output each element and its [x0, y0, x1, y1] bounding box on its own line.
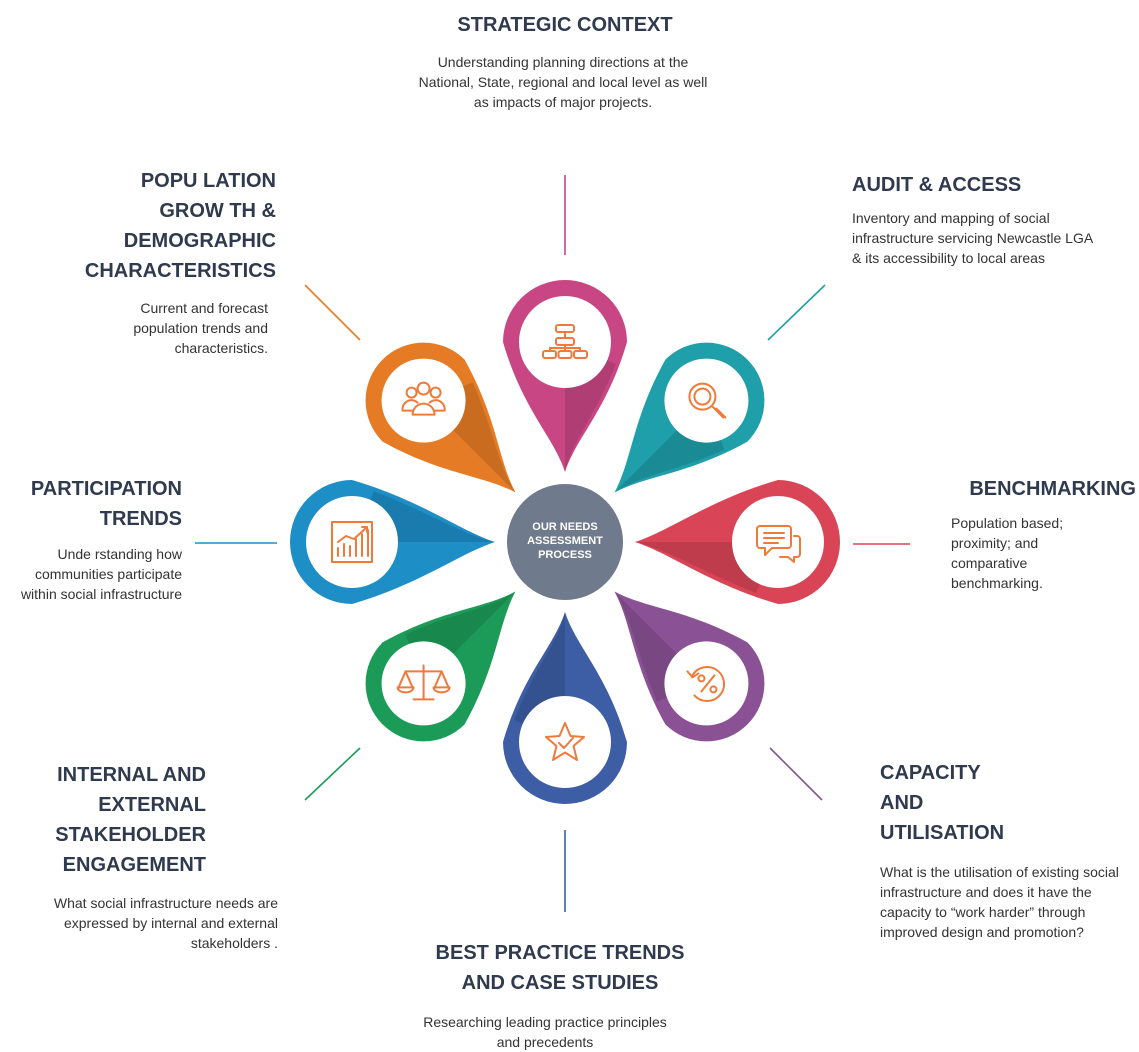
strategic-context-title: STRATEGIC CONTEXT: [457, 14, 673, 36]
stakeholder-engagement-title: INTERNAL AND EXTERNAL STAKEHOLDER ENGAGE…: [55, 764, 206, 876]
center-label-3: PROCESS: [538, 549, 592, 561]
benchmarking-description: Population based; proximity; and compara…: [951, 515, 1064, 591]
capacity-utilisation-description: What is the utilisation of existing soci…: [880, 864, 1119, 940]
strategic-context-description: Understanding planning directions at the…: [418, 54, 708, 110]
petal-capacity: [614, 591, 765, 742]
best-practice-description: Researching leading practice principles …: [423, 1014, 667, 1050]
audit-access-description: Inventory and mapping of social infrastr…: [852, 210, 1093, 266]
capacity-utilisation-title: CAPACITY AND UTILISATION: [880, 762, 1005, 844]
petal-best-practice: [503, 612, 627, 804]
audit-access-title: AUDIT & ACCESS: [852, 174, 1022, 196]
stakeholder-engagement-description: What social infrastructure needs are exp…: [53, 895, 278, 951]
connector-line-population: [304, 284, 361, 341]
connector-line-capacity: [769, 747, 823, 801]
org-chart-icon: [542, 324, 588, 359]
population-growth-description: Current and forecast population trends a…: [133, 300, 268, 356]
participation-trends-description: Unde rstanding how communities participa…: [20, 546, 182, 602]
pin-inner-circle: [664, 641, 749, 726]
pin-inner-circle: [381, 358, 466, 443]
speech-bubbles-icon: [756, 525, 801, 563]
people-icon: [401, 381, 446, 416]
star-badge-icon: [545, 722, 585, 761]
petal-participation: [290, 480, 495, 604]
petal-strategic: [503, 280, 627, 472]
bar-chart-icon: [331, 521, 373, 563]
petal-benchmarking: [635, 480, 840, 604]
pin-inner-circle: [306, 496, 398, 588]
magnifier-icon: [688, 382, 727, 419]
center-circle: [507, 484, 623, 600]
pin-inner-circle: [664, 358, 749, 443]
best-practice-title: BEST PRACTICE TRENDS AND CASE STUDIES: [435, 942, 685, 994]
center-label-2: ASSESSMENT: [527, 535, 603, 547]
scales-icon: [396, 664, 451, 701]
percent-refresh-icon: [686, 666, 726, 703]
petal-audit: [614, 342, 765, 493]
pin-inner-circle: [519, 296, 611, 388]
pin-inner-circle: [519, 696, 611, 788]
population-growth-title: POPU LATION GROW TH & DEMOGRAPHIC CHARAC…: [84, 170, 276, 282]
connector-line-audit: [767, 284, 826, 341]
connector-line-stakeholder: [304, 747, 361, 801]
petal-population: [365, 342, 516, 493]
participation-trends-title: PARTICIPATION TRENDS: [30, 478, 182, 530]
benchmarking-title: BENCHMARKING: [969, 478, 1136, 500]
center-label-1: OUR NEEDS: [532, 521, 597, 533]
